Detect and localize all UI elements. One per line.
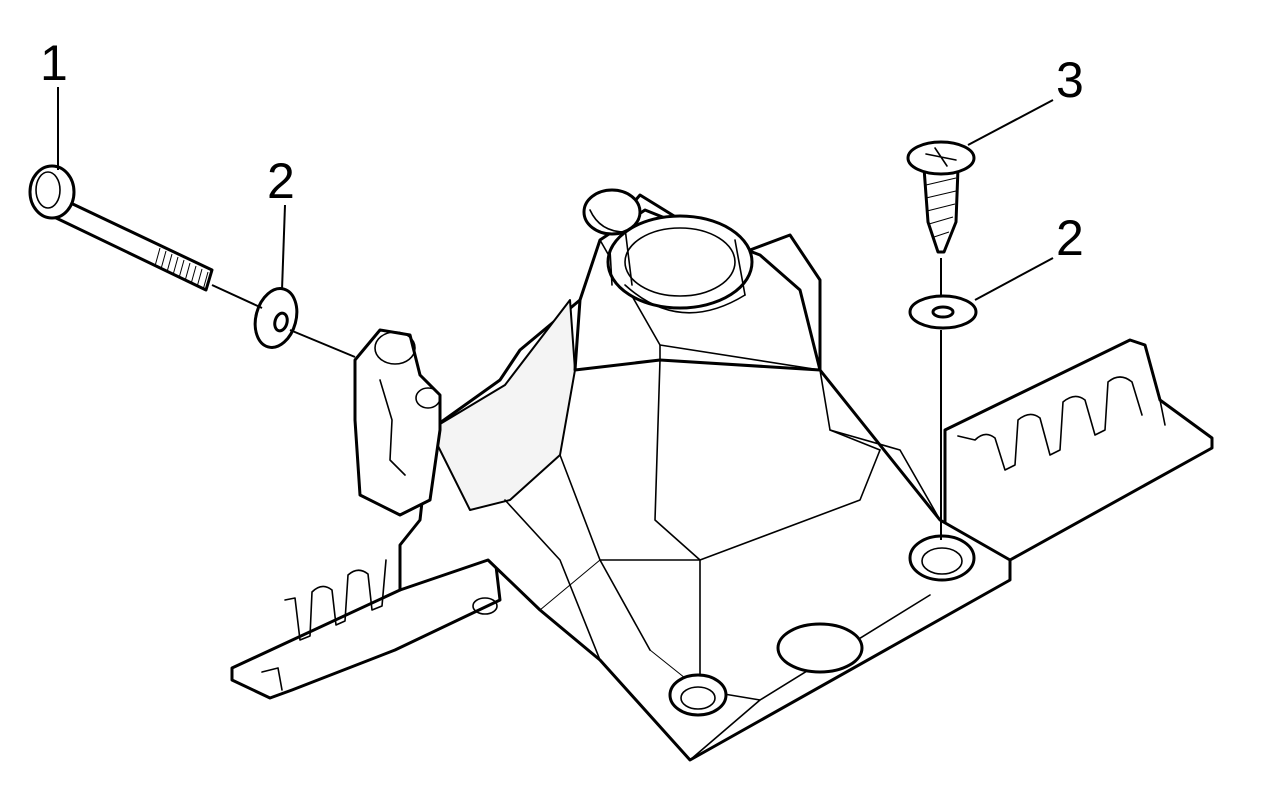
self-tapping-screw [906, 140, 976, 254]
callout-3: 3 [1056, 52, 1084, 108]
callout-2-right: 2 [1056, 210, 1084, 266]
assembly-lines [57, 87, 1054, 540]
long-bolt [28, 164, 214, 292]
callout-2-left: 2 [267, 153, 295, 209]
washer-left [253, 287, 299, 349]
bracket-housing [230, 188, 1214, 762]
callout-1: 1 [40, 35, 68, 91]
washer-right [908, 294, 978, 330]
